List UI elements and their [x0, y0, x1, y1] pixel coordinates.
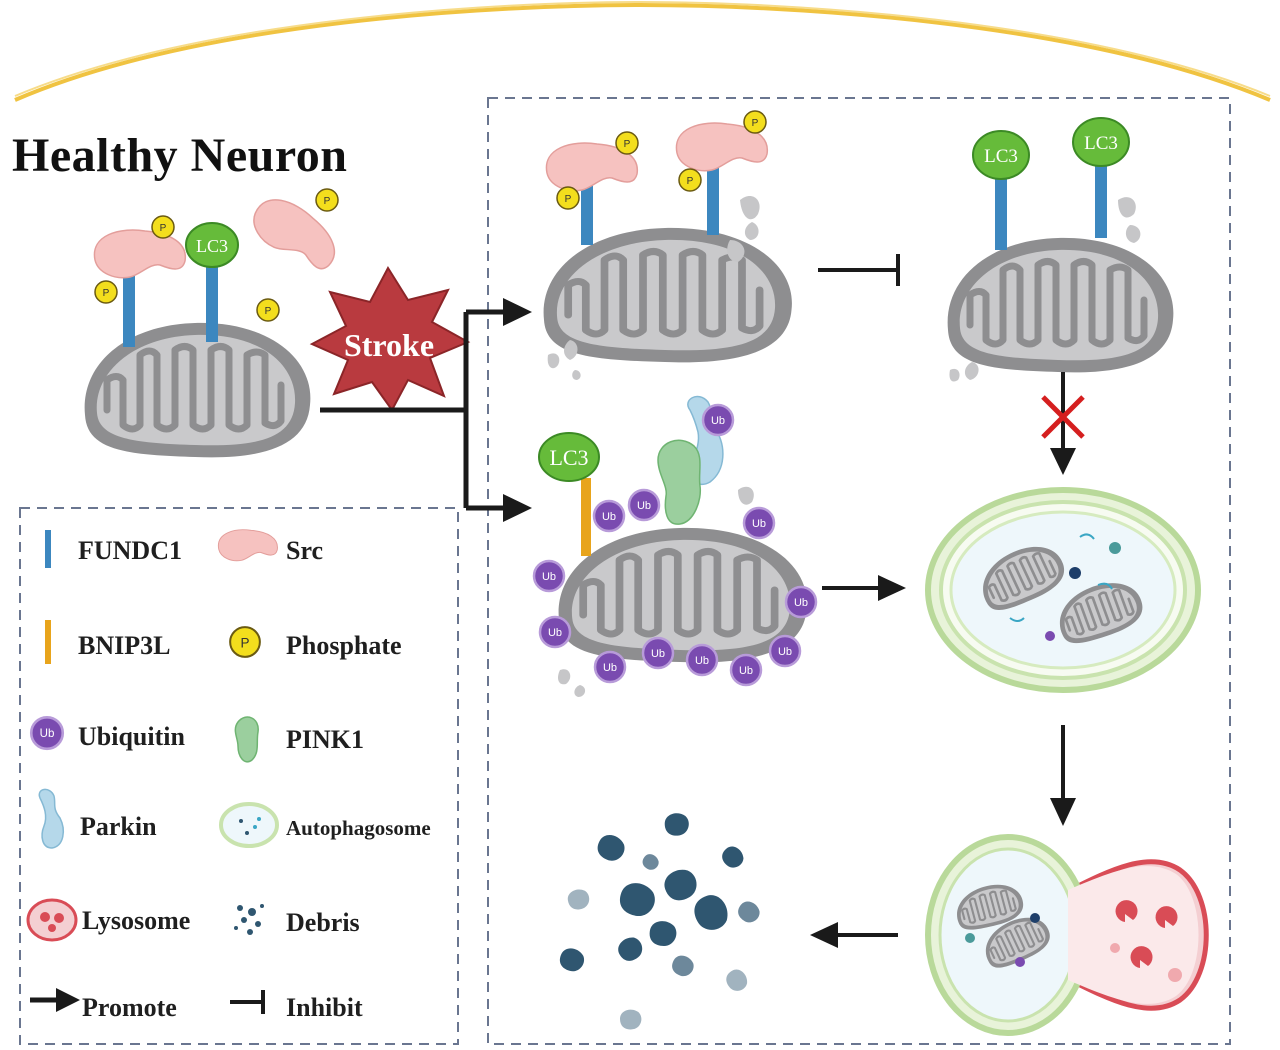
- healthy-mitochondrion: [85, 323, 311, 457]
- legend-label-pink1: PINK1: [286, 725, 364, 754]
- legend-label-bnip3l: BNIP3L: [78, 631, 171, 660]
- blocked-arrow: [1041, 372, 1085, 475]
- ubiquitin-icon: [701, 403, 735, 437]
- lysosome-legend-icon: [26, 898, 78, 942]
- debris-legend-icon: [234, 904, 264, 935]
- branch-arrows: [320, 309, 505, 511]
- lc3-protein: LC3: [1072, 117, 1130, 167]
- legend-box: [19, 507, 459, 1045]
- bnip3l-legend-icon: [45, 620, 51, 664]
- pink1-legend-icon: [234, 716, 259, 763]
- damaged-mitochondrion: [544, 228, 792, 362]
- lc3-protein: LC3: [972, 130, 1030, 180]
- phosphate-legend-icon: [229, 626, 261, 658]
- promote-arrow: [810, 922, 898, 948]
- legend-label-ubiquitin: Ubiquitin: [78, 722, 185, 751]
- pink1-protein: [657, 439, 702, 525]
- phosphate-icon: [256, 298, 280, 322]
- stroke-label: Stroke: [344, 327, 434, 363]
- inhibit-legend-icon: [230, 990, 265, 1014]
- phosphate-icon: [678, 168, 702, 192]
- promote-arrowhead: [503, 494, 532, 522]
- fundc1-legend-icon: [45, 530, 51, 568]
- promote-legend-icon: [30, 988, 80, 1012]
- mito-debris: [558, 486, 754, 697]
- lc3-label: LC3: [1084, 133, 1118, 154]
- promote-arrow: [822, 575, 906, 601]
- ubiquitinated-mitochondrion: [559, 528, 807, 662]
- lc3-label: LC3: [196, 236, 228, 256]
- ubiquitin-icon: [768, 634, 802, 668]
- autophagosome: [925, 487, 1201, 693]
- phosphate-icon: [151, 215, 175, 239]
- promote-arrow: [1050, 725, 1076, 826]
- legend-label-debris: Debris: [286, 908, 360, 937]
- stroke-starburst: Stroke: [309, 265, 471, 412]
- ubiquitin-icon: [592, 499, 626, 533]
- ubiquitin-legend-icon: [29, 715, 65, 751]
- phosphate-icon: [743, 110, 767, 134]
- ubiquitin-icon: [742, 506, 776, 540]
- process-box: [487, 97, 1231, 1045]
- damaged-mitochondrion: [948, 238, 1174, 372]
- legend-label-phosphate: Phosphate: [286, 631, 402, 660]
- ubiquitin-icon: [532, 559, 566, 593]
- ubiquitin-icon: [784, 585, 818, 619]
- phosphate-icon: [556, 186, 580, 210]
- src-protein: [93, 229, 187, 279]
- ubiquitin-icon: [538, 615, 572, 649]
- ubiquitin-icon: [729, 653, 763, 687]
- lc3-protein: LC3: [538, 432, 600, 482]
- src-legend-icon: [217, 529, 278, 562]
- parkin-legend-icon: [38, 788, 65, 849]
- fundc1-bar: [206, 262, 218, 342]
- legend-label-fundc1: FUNDC1: [78, 536, 182, 565]
- page-title: Healthy Neuron: [12, 129, 348, 182]
- bnip3l-bar: [581, 478, 591, 556]
- ubiquitin-icon: [641, 636, 675, 670]
- inhibit-symbol: [818, 254, 900, 286]
- ubiquitin-icon: [685, 643, 719, 677]
- lc3-protein: LC3: [185, 222, 239, 268]
- phosphate-icon: [315, 188, 339, 212]
- promote-arrowhead: [503, 298, 532, 326]
- fundc1-bar: [123, 262, 135, 347]
- legend-label-parkin: Parkin: [80, 812, 157, 841]
- legend-label-inhibit: Inhibit: [286, 993, 363, 1022]
- debris-cluster: [557, 811, 764, 1032]
- mito-debris: [547, 195, 760, 380]
- lc3-label: LC3: [984, 146, 1018, 167]
- mito-debris: [949, 197, 1141, 382]
- phosphate-icon: [615, 131, 639, 155]
- top-arc-frame: [14, 2, 1271, 102]
- fundc1-bar: [707, 165, 719, 235]
- legend-label-lysosome: Lysosome: [82, 906, 191, 935]
- legend-label-promote: Promote: [82, 993, 177, 1022]
- legend-label-src: Src: [286, 536, 324, 565]
- autolysosome: [925, 834, 1209, 1036]
- legend-label-autophagosome: Autophagosome: [286, 816, 431, 840]
- autophagosome-legend-icon: [219, 802, 279, 848]
- fundc1-bar: [995, 170, 1007, 250]
- phosphate-icon: [94, 280, 118, 304]
- ubiquitin-icon: [593, 650, 627, 684]
- lc3-label: LC3: [549, 445, 588, 470]
- fundc1-bar: [581, 185, 593, 245]
- fundc1-bar: [1095, 158, 1107, 238]
- ubiquitin-icon: [627, 488, 661, 522]
